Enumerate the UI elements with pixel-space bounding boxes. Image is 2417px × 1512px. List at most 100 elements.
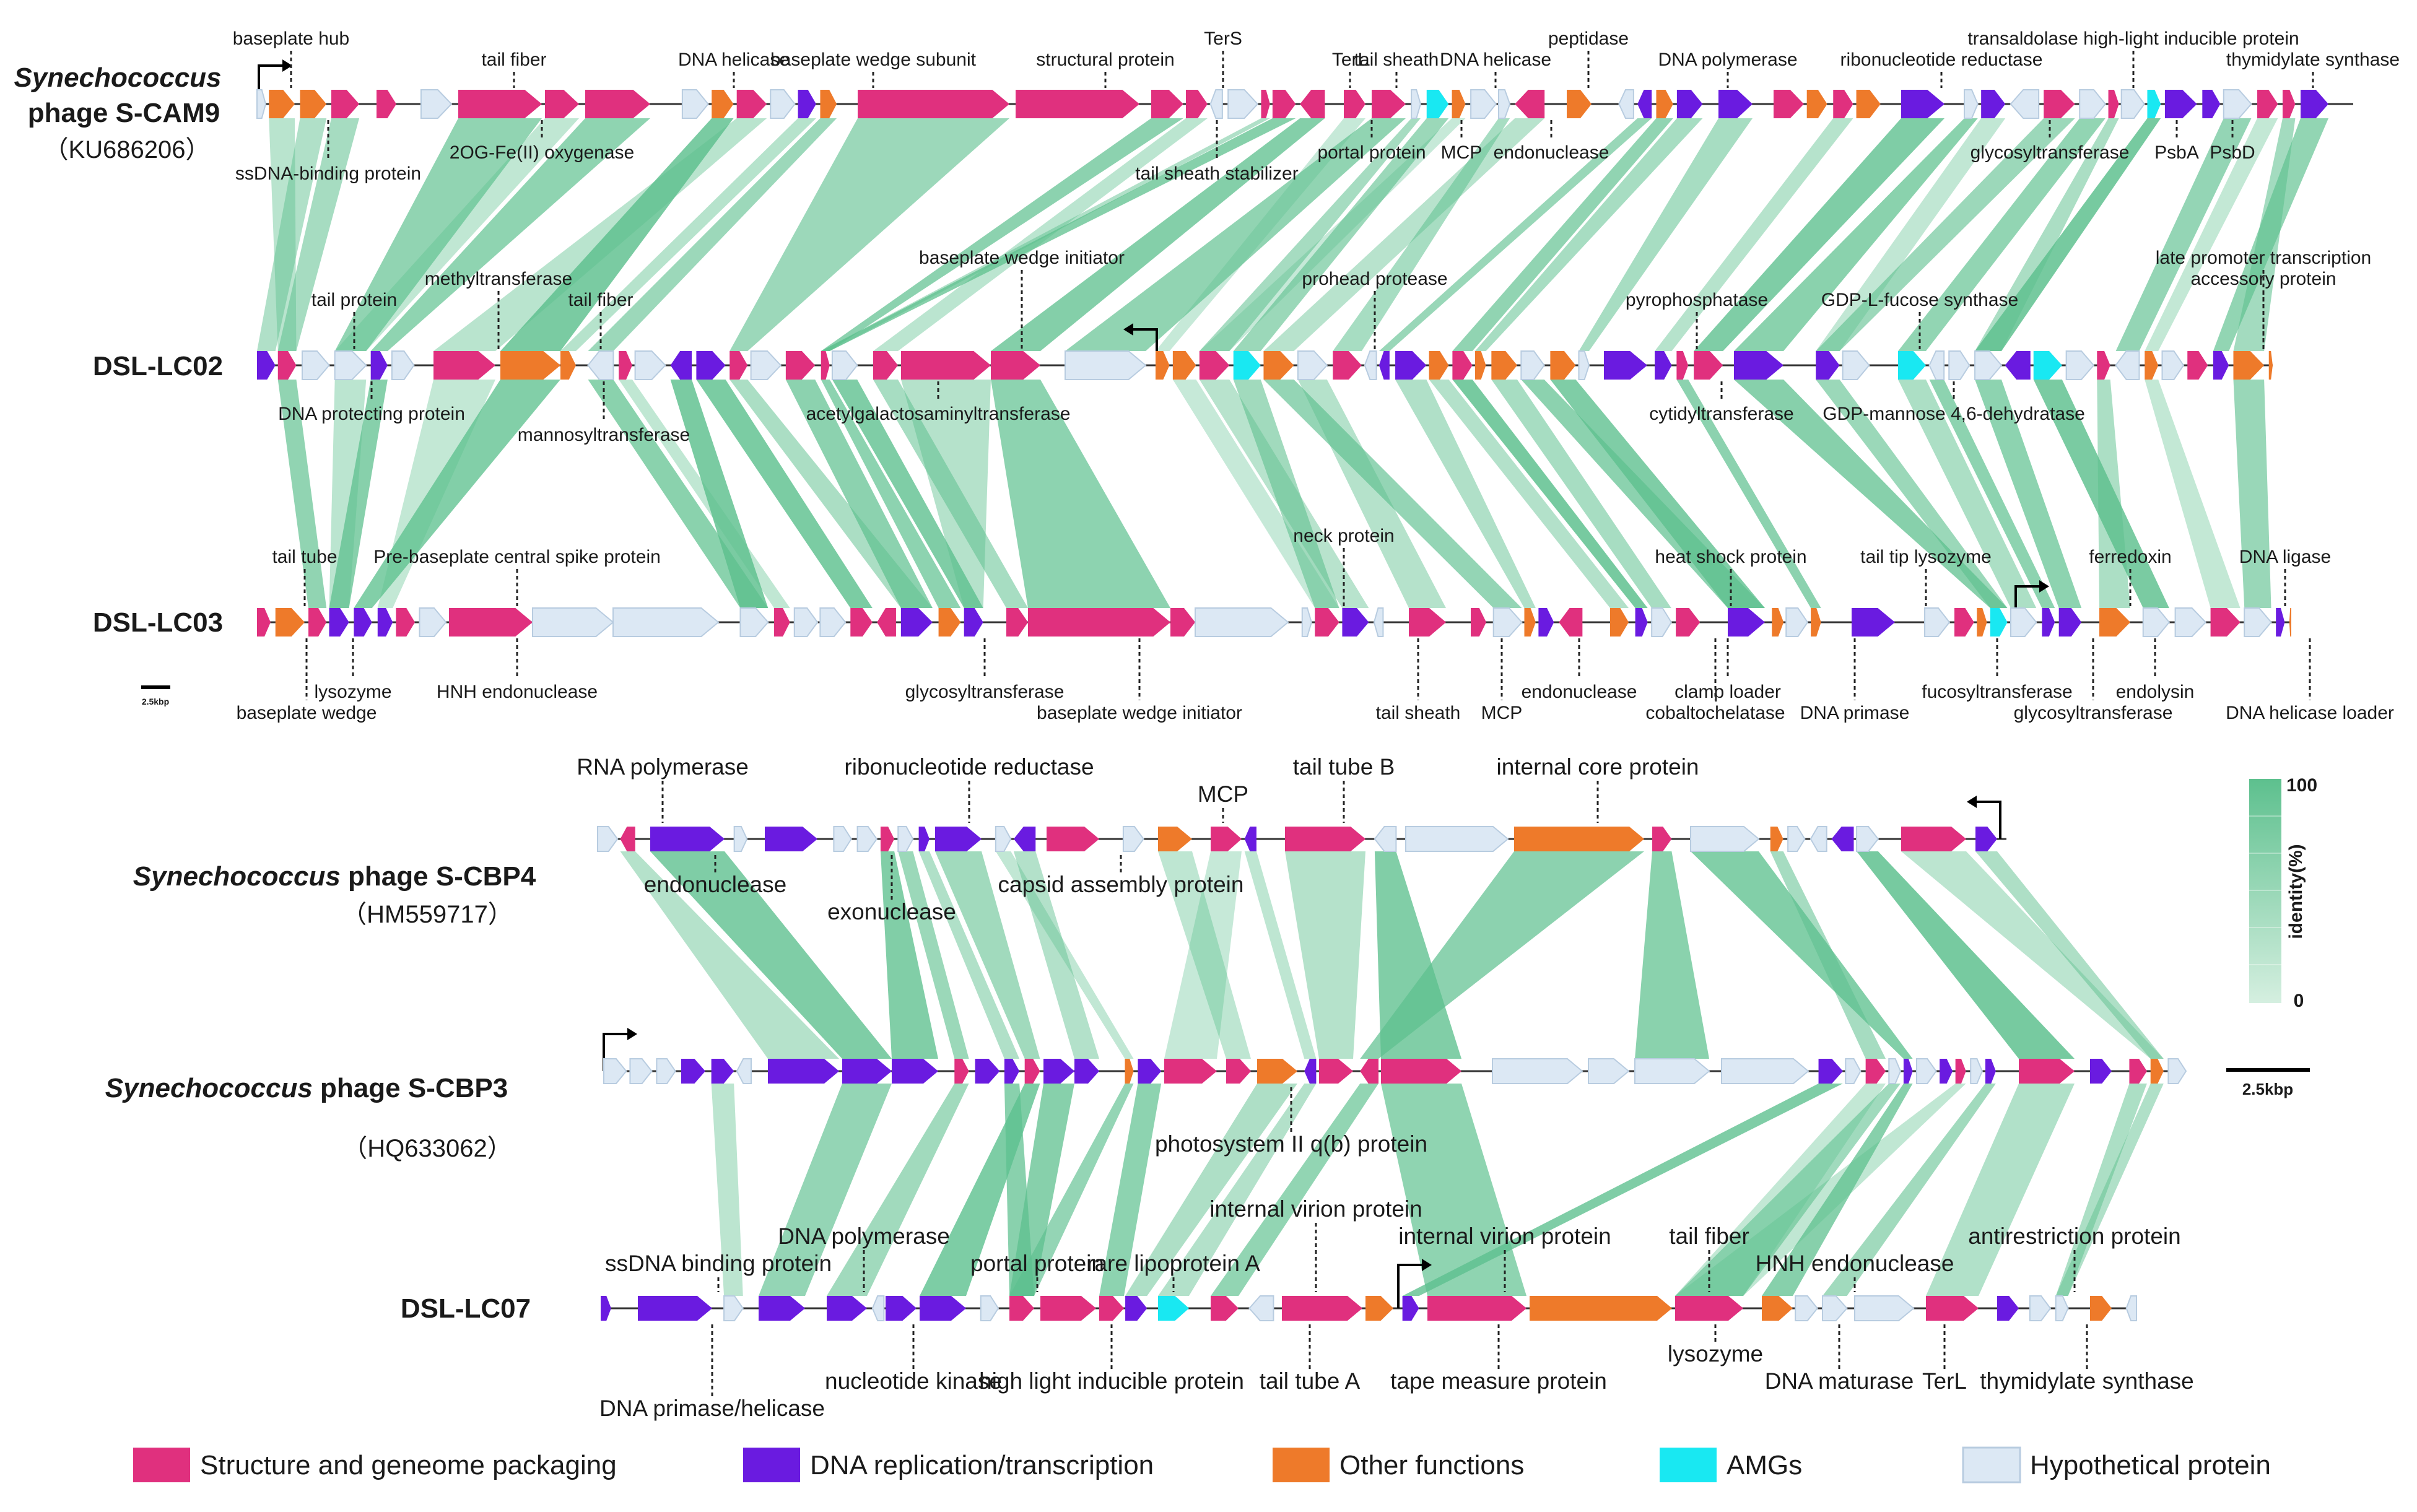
gene-label: DNA helicase loader [2226,703,2394,723]
gene-arrow [2164,90,2197,118]
gene-arrow [2005,351,2031,380]
gene-arrow [612,607,720,637]
svg-text:Synechococcus phage S-CBP3: Synechococcus phage S-CBP3 [105,1073,508,1103]
gene-arrow [1981,90,2006,118]
gene-label: antirestriction protein [1968,1223,2180,1249]
gene-arrow [1676,608,1701,637]
gene-arrow [1199,351,1230,380]
gene-label: mannosyltransferase [518,425,690,445]
gene-arrow [1515,90,1545,118]
legend-item-amg: AMGs [1660,1448,1802,1482]
gene-arrow [873,351,898,380]
gene-label: ferredoxin [2089,547,2171,567]
gene-arrow [1319,1059,1353,1084]
gene-arrow [821,351,830,380]
gene-arrow [1257,1059,1297,1084]
gene-arrow [1787,826,1806,852]
gene-arrow [2268,351,2273,380]
gene-label: high light inducible protein [979,1368,1244,1394]
synteny-link [277,380,327,608]
synteny-link [1009,1084,1134,1296]
synteny-link [821,380,961,608]
gene-arrow [656,1058,676,1084]
gene-arrow [1248,1295,1274,1321]
synteny-link [1378,118,1652,351]
gene-arrow [603,1058,627,1084]
gene-arrow [1047,827,1099,851]
legend-label: AMGs [1727,1450,1802,1480]
synteny-link [370,118,650,351]
gene-arrow [1211,1296,1239,1321]
synteny-link [1065,118,1406,351]
gene-arrow [1381,1059,1461,1084]
gene-arrow [2042,608,2055,637]
gene-arrow [1470,89,1497,119]
gene-arrow [1226,1059,1251,1084]
synteny-link [277,118,360,351]
gene-arrow [1520,350,1545,380]
gene-arrow [1261,90,1270,118]
gene-arrow [257,351,276,380]
synteny-link [1734,380,2008,608]
gene-arrow [1374,826,1397,852]
gene-arrow [391,350,415,380]
identity-colorbar: 100 0 identity(%) [2249,775,2317,1011]
gene-arrow [2125,1295,2137,1321]
gene-arrow [370,351,388,380]
gene-arrow [711,1059,734,1084]
gene-arrow [785,351,816,380]
synteny-link [827,1084,969,1296]
gene-arrow [1009,1296,1034,1321]
gene-label: baseplate hub [233,28,350,49]
gene-arrow [831,350,858,380]
gene-arrow [729,351,748,380]
synteny-link [2145,118,2278,351]
gene-label: late promoter transcription [2156,248,2372,268]
gene-arrow [1975,827,1997,851]
gene-arrow [670,351,692,380]
gene-arrow [1125,1059,1134,1084]
promoter-arrowhead [282,59,292,72]
gene-arrow [1285,827,1365,851]
synteny-link [1675,1084,1886,1296]
synteny-link [1675,1084,1966,1296]
gene-arrow [1795,1295,1818,1321]
gene-arrow [901,351,991,380]
gene-label: transaldolase high-light inducible prote… [1967,28,2299,49]
gene-arrow [1578,350,1590,380]
gene-label: HNH endonuclease [1756,1251,1954,1276]
gene-arrow [1373,607,1384,637]
gene-arrow [1770,827,1783,851]
gene-arrow [1514,827,1644,851]
gene-arrow [396,608,416,637]
svg-text:2.5kbp: 2.5kbp [142,697,169,706]
synteny-link [257,118,327,351]
gene-arrow [1903,1059,1913,1084]
gene-arrow [1538,608,1554,637]
gene-arrow [2233,351,2265,380]
gene-arrow [1530,1296,1672,1321]
synteny-link [2055,1084,2164,1296]
gene-arrow [833,826,852,852]
gene-label: capsid assembly protein [998,872,1244,897]
synteny-link [898,851,969,1059]
gene-arrow [1854,1295,1915,1321]
gene-arrow [1471,608,1486,637]
gene-arrow [1024,1059,1040,1084]
synteny-link [1009,1084,1074,1296]
synteny-link [880,851,938,1059]
gene-arrow [629,1058,653,1084]
gene-arrow [1227,89,1259,119]
synteny-link [1762,1084,1913,1296]
gene-label: methyltransferase [425,269,572,289]
gene-label: baseplate wedge subunit [770,50,977,70]
gene-label: nucleotide kinase [825,1368,1002,1394]
genome-label-cbp4: Synechococcus phage S-CBP4 （HM559717） [133,861,536,928]
synteny-link [1975,118,2161,351]
gene-arrow [597,826,619,852]
promoter-arrowhead [1967,796,1977,808]
gene-arrow [877,608,896,637]
gene-arrow [601,1296,611,1321]
synteny-link [334,118,542,351]
gene-arrow [1926,1296,1979,1321]
